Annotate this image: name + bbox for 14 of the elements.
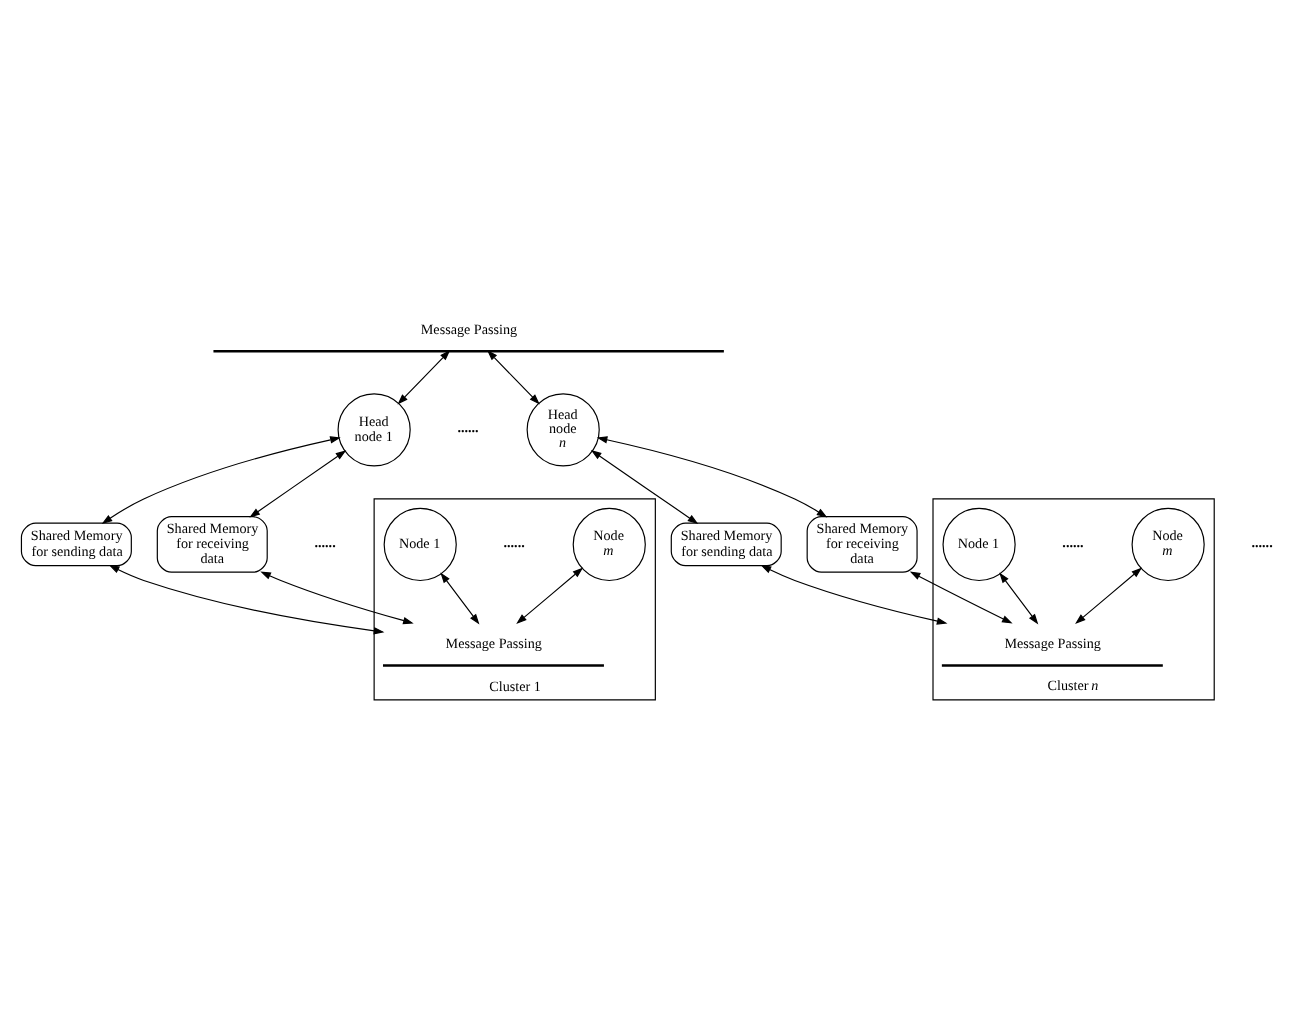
arrow bbox=[440, 571, 480, 624]
arrow bbox=[516, 566, 584, 623]
arrow bbox=[999, 571, 1039, 624]
arrow bbox=[249, 449, 347, 517]
arrow bbox=[1075, 566, 1143, 623]
arrow bbox=[596, 435, 828, 517]
arrow bbox=[101, 435, 341, 523]
arrow bbox=[108, 563, 385, 634]
arrow bbox=[590, 449, 699, 523]
arrow bbox=[760, 564, 948, 624]
arrow bbox=[260, 570, 414, 624]
arrow bbox=[397, 349, 451, 404]
arrow bbox=[487, 349, 540, 404]
arrow bbox=[909, 570, 1013, 623]
